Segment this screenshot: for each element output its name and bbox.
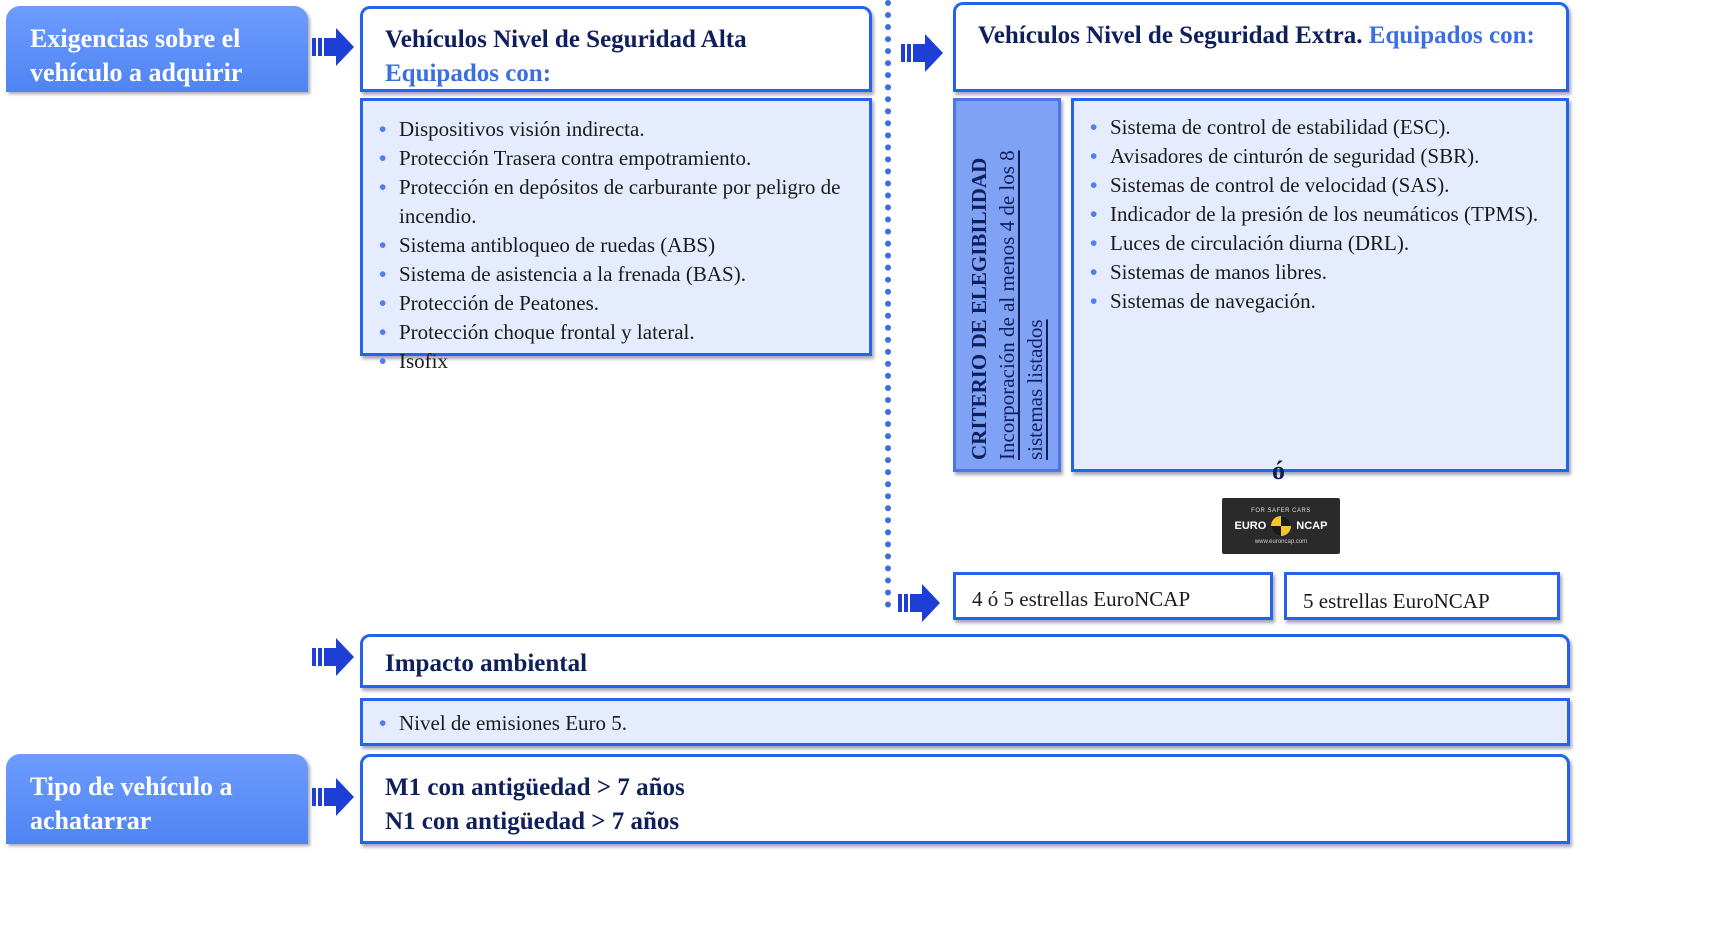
block-arrow-right-icon [312, 638, 354, 676]
extra-stars-box: 5 estrellas EuroNCAP [1284, 572, 1560, 620]
list-item: Protección Trasera contra empotramiento. [375, 144, 857, 173]
high-security-header: Vehículos Nivel de Seguridad Alta Equipa… [360, 6, 872, 92]
list-item: Luces de circulación diurna (DRL). [1086, 229, 1554, 258]
list-item: Sistema de asistencia a la frenada (BAS)… [375, 260, 857, 289]
logo-text-left: EURO [1234, 519, 1267, 532]
or-label: ó [1272, 456, 1285, 485]
logo-url-text: www.euroncap.com [1254, 538, 1308, 545]
scrap-box: M1 con antigüedad > 7 años N1 con antigü… [360, 754, 1570, 844]
high-security-subtitle: Equipados con: [385, 60, 552, 87]
requirements-label-text: Exigencias sobre el vehículo a adquirir [30, 24, 243, 87]
dotted-divider [885, 0, 891, 608]
scrap-label-text: Tipo de vehículo a achatarrar [30, 772, 233, 835]
scrap-line-1: M1 con antigüedad > 7 años [385, 774, 685, 801]
block-arrow-right-icon [312, 28, 354, 66]
extra-security-header: Vehículos Nivel de Seguridad Extra. Equi… [953, 2, 1569, 92]
list-item: Protección choque frontal y lateral. [375, 318, 857, 347]
extra-security-list: Sistema de control de estabilidad (ESC).… [1071, 98, 1569, 472]
requirements-label: Exigencias sobre el vehículo a adquirir [6, 6, 308, 92]
criterion-title: CRITERIO DE ELEGIBILIDAD [967, 157, 991, 460]
scrap-line-2: N1 con antigüedad > 7 años [385, 808, 680, 835]
list-item: Dispositivos visión indirecta. [375, 115, 857, 144]
crash-test-dummy-icon [1271, 515, 1292, 536]
block-arrow-right-icon [898, 584, 940, 622]
environment-header: Impacto ambiental [360, 634, 1570, 688]
extra-security-subtitle: Equipados con: [1368, 22, 1535, 49]
list-item: Sistema antibloqueo de ruedas (ABS) [375, 231, 857, 260]
list-item: Nivel de emisiones Euro 5. [375, 709, 1555, 738]
euroncap-logo: FOR SAFER CARS EURO NCAP www.euroncap.co… [1222, 498, 1340, 554]
list-item: Sistemas de navegación. [1086, 287, 1554, 316]
high-stars-text: 4 ó 5 estrellas EuroNCAP [972, 587, 1191, 611]
environment-title: Impacto ambiental [385, 650, 588, 677]
block-arrow-right-icon [312, 778, 354, 816]
criterion-text: Incorporación de al menos 4 de los 8 sis… [995, 150, 1047, 460]
list-item: Protección en depósitos de carburante po… [375, 173, 857, 231]
list-item: Sistema de control de estabilidad (ESC). [1086, 113, 1554, 142]
extra-security-title: Vehículos Nivel de Seguridad Extra. [978, 22, 1363, 49]
list-item: Sistemas de control de velocidad (SAS). [1086, 171, 1554, 200]
list-item: Isofix [375, 347, 857, 376]
high-stars-box: 4 ó 5 estrellas EuroNCAP [953, 572, 1273, 620]
list-item: Protección de Peatones. [375, 289, 857, 318]
extra-stars-text: 5 estrellas EuroNCAP [1303, 589, 1490, 613]
list-item: Indicador de la presión de los neumático… [1086, 200, 1554, 229]
high-security-list: Dispositivos visión indirecta. Protecció… [360, 98, 872, 376]
list-item: Avisadores de cinturón de seguridad (SBR… [1086, 142, 1554, 171]
environment-list: Nivel de emisiones Euro 5. [360, 698, 1570, 746]
logo-text-right: NCAP [1296, 519, 1328, 532]
logo-top-text: FOR SAFER CARS [1251, 507, 1311, 514]
list-item: Sistemas de manos libres. [1086, 258, 1554, 287]
high-security-title: Vehículos Nivel de Seguridad Alta [385, 26, 747, 53]
eligibility-criterion: CRITERIO DE ELEGIBILIDAD Incorporación d… [953, 98, 1061, 472]
scrap-label: Tipo de vehículo a achatarrar [6, 754, 308, 844]
block-arrow-right-icon [901, 34, 943, 72]
